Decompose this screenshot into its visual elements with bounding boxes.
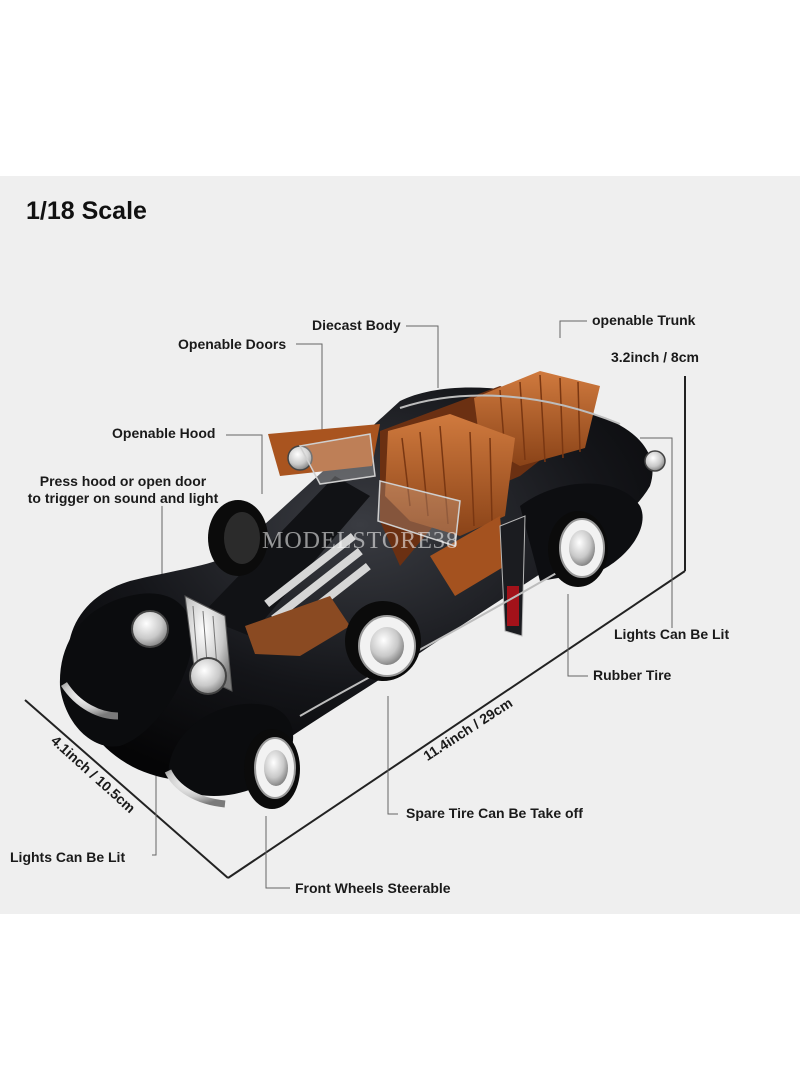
label-rubber-tire: Rubber Tire bbox=[593, 667, 672, 683]
leader-lines bbox=[152, 320, 673, 889]
rear-wheel bbox=[548, 511, 608, 587]
label-press-hood-line1: Press hood or open door bbox=[39, 473, 207, 489]
label-press-hood-line2: to trigger on sound and light bbox=[27, 490, 219, 506]
product-panel: MODELSTORE38 1/18 Scale Diecast Body ope… bbox=[0, 176, 800, 914]
dimension-lines bbox=[24, 376, 686, 879]
front-wheel bbox=[244, 729, 300, 809]
car-illustration bbox=[24, 320, 686, 889]
label-openable-trunk: openable Trunk bbox=[592, 312, 696, 328]
label-openable-hood: Openable Hood bbox=[112, 425, 216, 441]
label-lights-front: Lights Can Be Lit bbox=[10, 849, 126, 865]
spare-tire bbox=[345, 601, 421, 681]
front-seats bbox=[385, 414, 515, 596]
left-rear-wheel bbox=[208, 500, 268, 576]
scale-title: 1/18 Scale bbox=[26, 197, 147, 225]
label-press-hood: Press hood or open door to trigger on so… bbox=[20, 473, 226, 507]
label-height: 3.2inch / 8cm bbox=[611, 349, 699, 365]
label-front-wheels: Front Wheels Steerable bbox=[295, 880, 451, 896]
label-lights-rear: Lights Can Be Lit bbox=[614, 626, 730, 642]
label-spare-tire: Spare Tire Can Be Take off bbox=[406, 805, 583, 821]
label-openable-doors: Openable Doors bbox=[178, 336, 287, 352]
label-diecast-body: Diecast Body bbox=[312, 317, 401, 333]
watermark: MODELSTORE38 bbox=[262, 528, 459, 554]
car-model bbox=[59, 371, 666, 809]
